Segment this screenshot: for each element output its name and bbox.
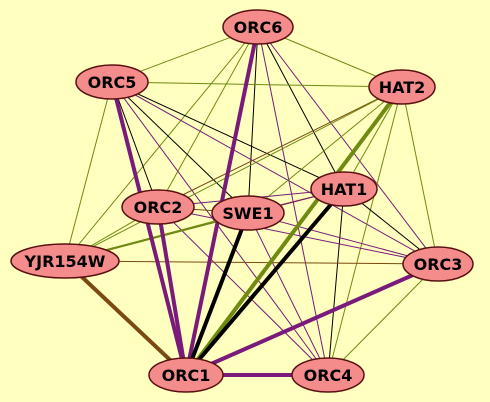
node-label: ORC1 <box>162 366 211 385</box>
edge-swe1-orc1 <box>184 211 250 377</box>
node-hat1[interactable]: HAT1 <box>310 171 378 207</box>
node-orc5[interactable]: ORC5 <box>75 64 149 100</box>
edge-hat2-orc4 <box>327 86 403 376</box>
node-label: ORC5 <box>88 73 137 92</box>
edge-yjr154w-orc1 <box>63 259 188 377</box>
edge-orc5-yjr154w <box>64 81 113 262</box>
edge-orc6-orc3 <box>257 26 439 265</box>
node-orc6[interactable]: ORC6 <box>222 9 294 45</box>
node-label: HAT1 <box>321 180 368 199</box>
node-orc4[interactable]: ORC4 <box>291 357 365 393</box>
edge-swe1-orc4 <box>247 212 329 376</box>
node-ellipse[interactable] <box>10 243 120 279</box>
edge-orc6-yjr154w <box>64 26 259 262</box>
edge-hat2-orc3 <box>401 86 439 265</box>
edge-orc5-orc1 <box>110 80 188 377</box>
edge-orc5-orc2 <box>111 81 159 208</box>
node-ellipse[interactable] <box>121 189 195 225</box>
node-hat2[interactable]: HAT2 <box>368 69 436 105</box>
edge-orc6-swe1 <box>247 26 259 214</box>
node-label: ORC4 <box>304 366 353 385</box>
node-ellipse[interactable] <box>310 171 378 207</box>
node-ellipse[interactable] <box>211 195 285 231</box>
edge-orc3-orc1 <box>184 262 440 377</box>
node-label: ORC3 <box>414 255 463 274</box>
edge-orc5-hat1 <box>111 81 345 190</box>
edge-orc6-orc2 <box>157 26 259 208</box>
edge-orc5-hat2 <box>111 81 403 88</box>
node-label: HAT2 <box>379 78 426 97</box>
node-orc1[interactable]: ORC1 <box>148 357 224 393</box>
node-label: YJR154W <box>24 252 106 271</box>
edge-orc2-orc1 <box>156 205 188 377</box>
node-ellipse[interactable] <box>222 9 294 45</box>
node-orc2[interactable]: ORC2 <box>121 189 195 225</box>
edge-hat1-orc4 <box>327 188 345 376</box>
node-yjr154w[interactable]: YJR154W <box>10 243 120 279</box>
edge-hat2-swe1 <box>247 86 403 214</box>
node-ellipse[interactable] <box>148 357 224 393</box>
edge-hat1-orc1 <box>184 187 346 377</box>
edge-orc2-orc4 <box>157 206 329 376</box>
edge-yjr154w-orc3 <box>64 260 439 265</box>
node-ellipse[interactable] <box>368 69 436 105</box>
edge-orc5-orc3 <box>111 81 439 265</box>
edge-orc3-orc4 <box>327 263 439 376</box>
edge-orc2-orc3 <box>157 206 439 265</box>
edge-hat2-orc2 <box>157 86 403 208</box>
node-orc3[interactable]: ORC3 <box>402 246 474 282</box>
node-label: SWE1 <box>222 204 273 223</box>
node-label: ORC6 <box>234 18 283 37</box>
node-ellipse[interactable] <box>75 64 149 100</box>
node-swe1[interactable]: SWE1 <box>211 195 285 231</box>
edge-orc6-hat1 <box>257 26 345 190</box>
node-label: ORC2 <box>134 198 183 217</box>
edge-hat2-orc1 <box>184 85 404 377</box>
node-ellipse[interactable] <box>291 357 365 393</box>
edge-hat2-yjr154w <box>64 86 403 262</box>
node-ellipse[interactable] <box>402 246 474 282</box>
